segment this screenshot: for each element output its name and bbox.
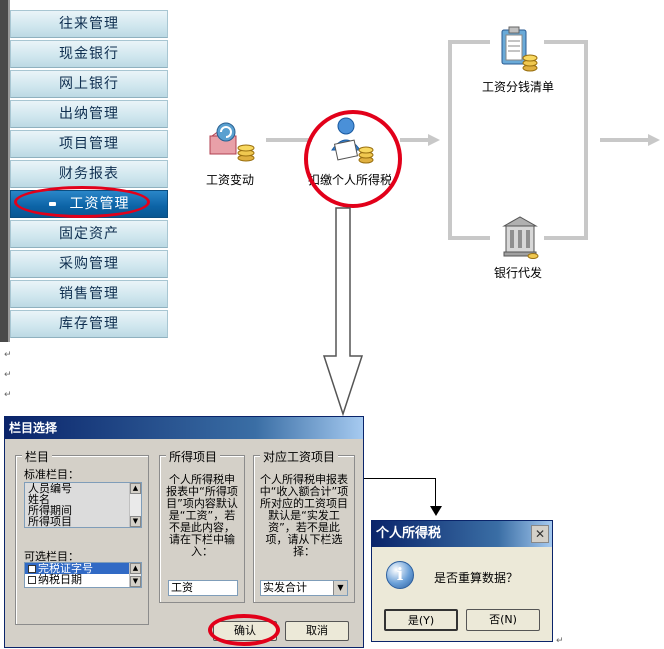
sidebar-item-online-bank[interactable]: 网上银行 — [10, 70, 168, 98]
sidebar-edge — [0, 0, 10, 342]
salary-change-icon — [209, 122, 255, 162]
flow-bracket-right — [584, 40, 588, 240]
sidebar-item-projects[interactable]: 项目管理 — [10, 130, 168, 158]
group-title: 所得项目 — [166, 448, 221, 465]
tax-message-dialog: 个人所得税 ✕ i 是否重算数据？ 是(Y) 否(N) — [371, 520, 553, 642]
callout-line — [364, 478, 436, 479]
flow-arrowhead — [428, 134, 440, 146]
flow-connector — [266, 138, 312, 142]
paragraph-mark: ↵ — [4, 350, 12, 360]
list-item[interactable]: 纳税日期 — [25, 574, 141, 585]
module-sidebar: 往来管理 现金银行 网上银行 出纳管理 项目管理 财务报表 工资管理 固定资产 … — [0, 0, 172, 342]
clipboard-coins-icon — [501, 26, 538, 72]
close-icon[interactable]: ✕ — [531, 525, 549, 543]
standard-columns-label: 标准栏目： — [24, 468, 79, 481]
scroll-down-icon[interactable]: ▼ — [130, 516, 141, 527]
no-button[interactable]: 否(N) — [466, 609, 540, 631]
salary-item-description: 个人所得税申报表中“收入额合计”项所对应的工资项目默认是“实发工资”，若不是此项… — [259, 473, 349, 558]
group-title: 栏目 — [22, 448, 53, 465]
group-title: 对应工资项目 — [260, 448, 339, 465]
dialog-title: 栏目选择 — [5, 417, 363, 439]
sidebar-item-reports[interactable]: 财务报表 — [10, 160, 168, 188]
list-item[interactable]: 人员编号 — [25, 483, 141, 494]
standard-columns-list[interactable]: 人员编号 姓名 所得期间 所得项目 ▲ ▼ — [24, 482, 142, 528]
list-item-label: 纳税日期 — [38, 573, 82, 586]
sidebar-item-cashier[interactable]: 出纳管理 — [10, 100, 168, 128]
scroll-up-icon[interactable]: ▲ — [130, 563, 141, 574]
sidebar-item-accounts[interactable]: 往来管理 — [10, 10, 168, 38]
scroll-down-icon[interactable]: ▼ — [130, 576, 141, 587]
scrollbar[interactable]: ▲ ▼ — [129, 563, 141, 587]
income-item-input[interactable]: 工资 — [168, 580, 238, 596]
scroll-up-icon[interactable]: ▲ — [130, 483, 141, 494]
node-label: 工资变动 — [206, 173, 255, 187]
highlight-ellipse-salary — [14, 186, 150, 218]
cancel-button[interactable]: 取消 — [285, 621, 349, 641]
income-item-description: 个人所得税申报表中“所得项目”项内容默认是“工资”，若不是此内容，请在下栏中输入… — [166, 473, 238, 558]
salary-item-group: 对应工资项目 个人所得税申报表中“收入额合计”项所对应的工资项目默认是“实发工资… — [253, 448, 355, 603]
flow-bracket-top-right — [544, 40, 588, 44]
flow-arrowhead — [648, 134, 660, 146]
yes-button[interactable]: 是(Y) — [384, 609, 458, 631]
optional-columns-label: 可选栏目： — [24, 550, 79, 563]
dialog-message: 是否重算数据？ — [434, 571, 519, 585]
paragraph-mark: ↵ — [4, 390, 12, 400]
node-salary-denomination[interactable] — [496, 26, 542, 72]
sidebar-item-purchase[interactable]: 采购管理 — [10, 250, 168, 278]
sidebar-item-cash-bank[interactable]: 现金银行 — [10, 40, 168, 68]
list-item[interactable]: 所得期间 — [25, 505, 141, 516]
paragraph-mark: ↵ — [556, 636, 564, 646]
column-select-dialog: 栏目选择 栏目 标准栏目： 人员编号 姓名 所得期间 所得项目 ▲ ▼ 可选栏目… — [4, 416, 364, 648]
node-salary-change[interactable] — [204, 118, 260, 166]
callout-arrowhead-icon — [430, 506, 442, 516]
flow-bracket-top-left — [448, 40, 490, 44]
salary-item-value: 实发合计 — [263, 581, 307, 594]
sidebar-item-fixed-assets[interactable]: 固定资产 — [10, 220, 168, 248]
sidebar-item-inventory[interactable]: 库存管理 — [10, 310, 168, 338]
node-label: 银行代发 — [494, 266, 543, 280]
highlight-ellipse-confirm — [208, 614, 280, 646]
chevron-down-icon[interactable]: ▼ — [333, 581, 347, 595]
list-item[interactable]: 姓名 — [25, 494, 141, 505]
flow-bracket-left — [448, 40, 452, 240]
scrollbar[interactable]: ▲ ▼ — [129, 483, 141, 527]
list-item-label: 完税证字号 — [38, 562, 93, 575]
flow-bracket-bottom-left — [448, 236, 490, 240]
columns-group: 栏目 标准栏目： 人员编号 姓名 所得期间 所得项目 ▲ ▼ 可选栏目： 完税证… — [15, 448, 149, 625]
flow-bracket-bottom-right — [544, 236, 588, 240]
info-icon: i — [386, 561, 414, 589]
node-label: 工资分钱清单 — [482, 80, 555, 94]
checkbox[interactable] — [28, 576, 36, 584]
list-item[interactable]: 完税证字号 — [25, 563, 141, 574]
bank-icon — [502, 216, 539, 259]
flow-connector — [400, 138, 428, 142]
highlight-ellipse-tax — [304, 110, 402, 208]
node-bank-payroll[interactable] — [500, 214, 540, 260]
salary-item-select[interactable]: 实发合计 ▼ — [260, 580, 348, 596]
checkbox[interactable] — [28, 565, 36, 573]
callout-line — [435, 478, 436, 508]
dialog-title: 个人所得税 — [372, 521, 552, 547]
income-item-group: 所得项目 个人所得税申报表中“所得项目”项内容默认是“工资”，若不是此内容，请在… — [159, 448, 245, 603]
down-arrow-icon — [322, 207, 364, 417]
flow-connector — [600, 138, 648, 142]
sidebar-item-sales[interactable]: 销售管理 — [10, 280, 168, 308]
optional-columns-list[interactable]: 完税证字号 纳税日期 ▲ ▼ — [24, 562, 142, 588]
paragraph-mark: ↵ — [4, 370, 12, 380]
list-item[interactable]: 所得项目 — [25, 516, 141, 527]
